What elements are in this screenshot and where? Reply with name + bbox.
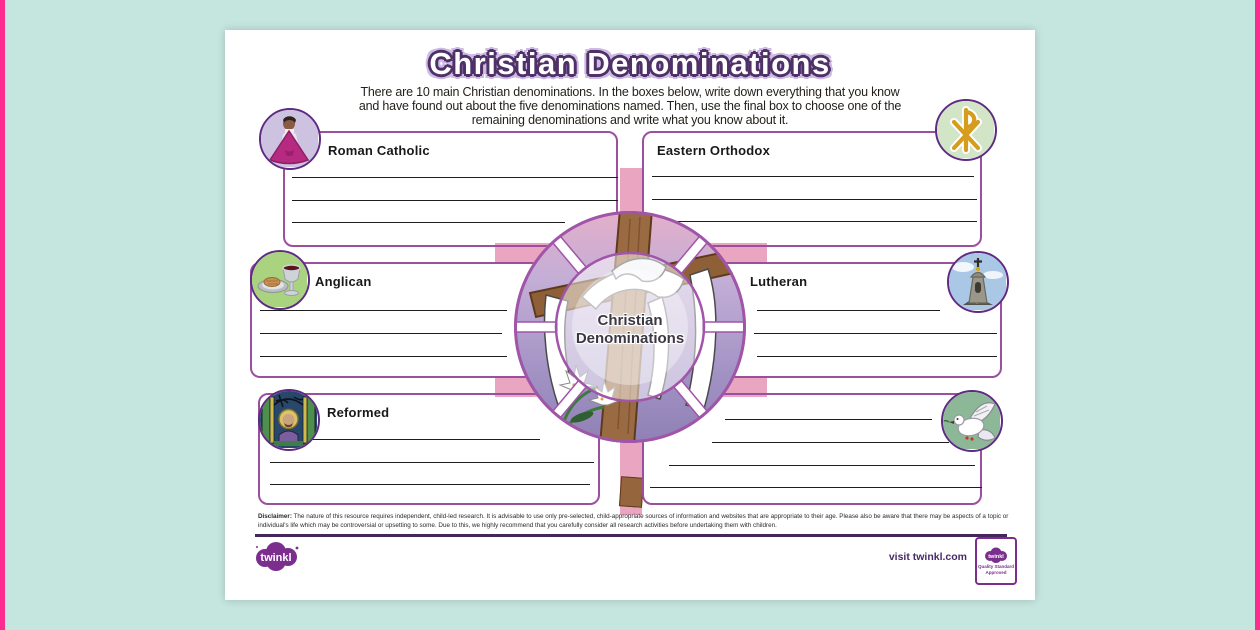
cross-foot-illustration xyxy=(618,476,645,508)
instructions: There are 10 main Christian denomination… xyxy=(240,85,1020,127)
church-tower-icon xyxy=(947,251,1009,313)
bishop-icon xyxy=(259,108,321,170)
writing-line[interactable] xyxy=(725,419,932,420)
disclaimer-label: Disclaimer: xyxy=(258,513,292,520)
denomination-box-eastern-orthodox: Eastern Orthodox xyxy=(642,131,982,247)
badge-line-2: Approved xyxy=(985,570,1007,575)
page-edge-accent-left xyxy=(0,0,5,630)
writing-line[interactable] xyxy=(260,310,507,311)
instructions-line-1: There are 10 main Christian denomination… xyxy=(360,85,900,99)
writing-line[interactable] xyxy=(292,177,618,178)
badge-line-1: Quality Standard xyxy=(977,564,1014,569)
communion-icon xyxy=(250,250,310,310)
center-cross-illustration xyxy=(512,209,748,445)
center-label-line-2: Denominations xyxy=(575,330,685,347)
center-label-line-1: Christian xyxy=(597,312,663,329)
writing-line[interactable] xyxy=(669,465,975,466)
dove-icon xyxy=(941,390,1003,452)
writing-line[interactable] xyxy=(292,222,565,223)
quality-approved-badge: twinkl Quality Standard Approved xyxy=(975,537,1017,585)
writing-line[interactable] xyxy=(754,333,997,334)
instructions-line-3: remaining denominations and write what y… xyxy=(471,113,789,127)
writing-line[interactable] xyxy=(757,356,997,357)
writing-line[interactable] xyxy=(270,462,594,463)
twinkl-logo-text: twinkl xyxy=(260,552,291,564)
writing-line[interactable] xyxy=(650,487,982,488)
box-label-roman-catholic: Roman Catholic xyxy=(328,143,430,158)
writing-line[interactable] xyxy=(712,442,949,443)
instructions-line-2: and have found out about the five denomi… xyxy=(358,99,902,113)
writing-line[interactable] xyxy=(652,176,974,177)
center-label: Christian Denominations xyxy=(550,312,710,348)
badge-logo-text: twinkl xyxy=(988,554,1004,560)
box-label-eastern-orthodox: Eastern Orthodox xyxy=(657,143,770,158)
page-edge-accent-right xyxy=(1255,0,1260,630)
denomination-box-roman-catholic: Roman Catholic xyxy=(283,131,618,247)
disclaimer-text: The nature of this resource requires ind… xyxy=(258,513,1009,530)
denomination-box-reformed: Reformed xyxy=(258,393,600,505)
writing-line[interactable] xyxy=(260,333,502,334)
box-label-anglican: Anglican xyxy=(315,274,372,289)
box-label-lutheran: Lutheran xyxy=(750,274,808,289)
box-label-reformed: Reformed xyxy=(327,405,390,420)
writing-line[interactable] xyxy=(757,310,940,311)
chi-rho-icon xyxy=(935,99,997,161)
writing-line[interactable] xyxy=(260,356,507,357)
disclaimer: Disclaimer: The nature of this resource … xyxy=(258,512,1010,530)
page-title: Christian Denominations xyxy=(429,46,831,81)
twinkl-logo: twinkl xyxy=(253,541,301,578)
writing-line[interactable] xyxy=(652,221,977,222)
footer-divider xyxy=(255,534,1007,537)
writing-line[interactable] xyxy=(270,484,590,485)
stained-glass-icon xyxy=(258,389,320,451)
writing-line[interactable] xyxy=(270,439,540,440)
worksheet: Christian Denominations There are 10 mai… xyxy=(225,30,1035,600)
writing-line[interactable] xyxy=(292,200,618,201)
visit-twinkl-link[interactable]: visit twinkl.com xyxy=(888,551,967,563)
writing-line[interactable] xyxy=(652,199,977,200)
